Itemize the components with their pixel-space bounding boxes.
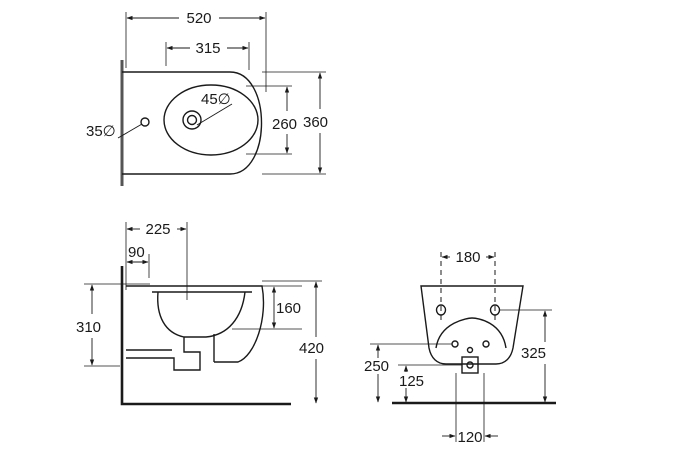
dim-label-fixing-spacing: 180 xyxy=(455,249,480,266)
dim-label-bowl-depth: 260 xyxy=(272,116,297,133)
top-bowl-outline xyxy=(163,84,259,156)
inlet-left-icon xyxy=(451,340,459,348)
dim-label-bowl-width: 315 xyxy=(195,40,220,57)
dim-label-height: 420 xyxy=(299,340,324,357)
inlet-right-icon xyxy=(482,340,490,348)
dim-label-bowl-center: 225 xyxy=(145,221,170,238)
front-bowl-opening xyxy=(435,317,507,349)
top-view: 520 315 45∅ 260 360 35∅ xyxy=(86,10,328,186)
front-view: 180 325 250 125 120 xyxy=(364,249,556,446)
waste-outlet-icon xyxy=(466,346,474,354)
front-body-outline xyxy=(420,285,524,365)
side-view: 225 90 160 310 420 xyxy=(76,221,324,406)
dim-label-fixing-offset: 90 xyxy=(128,244,145,261)
inlet-box xyxy=(461,356,479,374)
dim-label-tap-hole: 45∅ xyxy=(201,91,231,108)
fixing-hole-icon xyxy=(140,117,150,127)
dim-label-inlet-height: 125 xyxy=(399,373,424,390)
dim-label-fixing-height: 310 xyxy=(76,319,101,336)
tap-hole-icon xyxy=(182,110,202,130)
dim-label-fixing-hole: 35∅ xyxy=(86,123,116,140)
side-body-outline xyxy=(126,285,265,363)
dim-label-waste-height: 250 xyxy=(364,358,389,375)
dim-label-width: 520 xyxy=(186,10,211,27)
side-wall-floor xyxy=(120,266,291,406)
top-body-outline xyxy=(122,71,263,175)
dim-label-depth: 360 xyxy=(303,114,328,131)
leader-fixing-hole xyxy=(117,123,143,139)
dim-label-rim-drop: 160 xyxy=(276,300,301,317)
leader-tap-hole xyxy=(196,103,233,126)
dim-label-front-fixing-height: 325 xyxy=(521,345,546,362)
inlet-box-hole-icon xyxy=(466,361,474,369)
tap-hole-inner-icon xyxy=(186,114,198,126)
side-bowl-inner xyxy=(157,291,246,338)
side-waste-pipe xyxy=(126,337,201,371)
dim-label-inlet-width: 120 xyxy=(457,429,482,446)
